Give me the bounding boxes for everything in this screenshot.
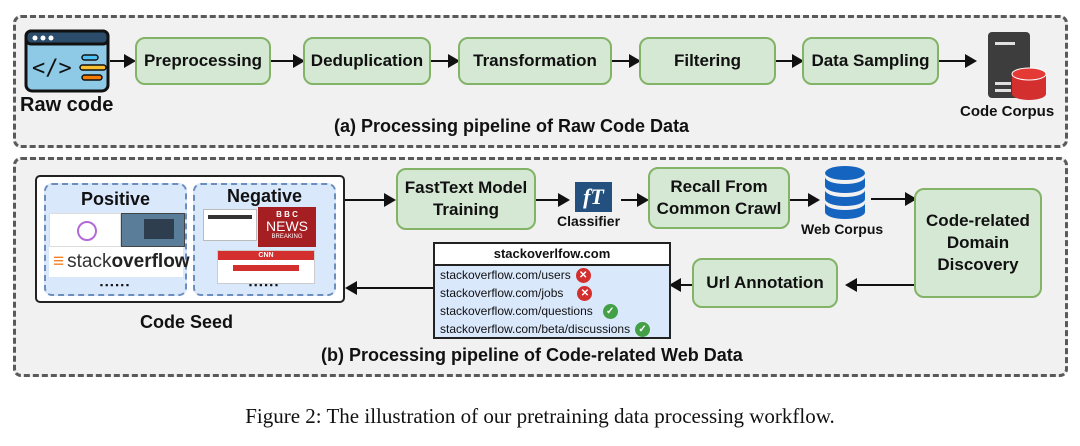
- code-seed-label: Code Seed: [140, 312, 234, 332]
- arrow: [790, 193, 820, 207]
- classifier-label: Classifier: [557, 213, 621, 229]
- url-row: stackoverflow.com/beta/discussions✓: [435, 320, 669, 338]
- accept-icon: ✓: [602, 303, 618, 319]
- url-row: stackoverflow.com/users✕: [435, 266, 669, 284]
- figure-caption: Figure 2: The illustration of our pretra…: [245, 404, 835, 428]
- url-row: stackoverflow.com/questions✓: [435, 302, 669, 320]
- arrow: [612, 54, 641, 68]
- arrow: [845, 278, 914, 292]
- arrow: [110, 54, 136, 68]
- reject-icon: ✕: [575, 267, 591, 283]
- step-preprocessing: Preprocessing: [135, 37, 271, 85]
- step-deduplication: Deduplication: [303, 37, 431, 85]
- svg-text:</>: </>: [32, 56, 72, 81]
- step-filtering: Filtering: [639, 37, 776, 85]
- arrow: [271, 54, 305, 68]
- server-database-icon: [988, 32, 1047, 100]
- accept-icon: ✓: [635, 321, 651, 337]
- fasttext-training: FastText Model Training: [396, 168, 536, 230]
- step-data-sampling: Data Sampling: [802, 37, 939, 85]
- url-row: stackoverflow.com/jobs✕: [435, 284, 669, 302]
- url-table: stackoverlfow.com stackoverflow.com/user…: [433, 242, 671, 339]
- stackoverflow-icon: ≡: [53, 251, 65, 272]
- panel-b-caption: (b) Processing pipeline of Code-related …: [321, 345, 743, 365]
- step-transformation: Transformation: [458, 37, 612, 85]
- domain-discovery: Code-related Domain Discovery: [914, 188, 1042, 298]
- database-icon: [825, 166, 865, 219]
- more-indicator: ▪▪▪▪▪▪: [99, 280, 132, 290]
- web-corpus-label: Web Corpus: [801, 221, 884, 237]
- arrow: [939, 54, 977, 68]
- mindmap-thumbnail: [49, 213, 121, 247]
- bbc-news-thumbnail: B B C NEWS BREAKING: [258, 207, 316, 247]
- recall-common-crawl: Recall From Common Crawl: [648, 167, 790, 229]
- reject-icon: ✕: [577, 285, 593, 301]
- code-window-icon: </>: [24, 29, 110, 93]
- url-annotation: Url Annotation: [692, 258, 838, 308]
- arrow: [776, 54, 804, 68]
- panel-a-caption: (a) Processing pipeline of Raw Code Data: [334, 116, 690, 136]
- arrow: [431, 54, 460, 68]
- arrow: [536, 193, 570, 207]
- url-table-title: stackoverlfow.com: [435, 244, 669, 266]
- code-corpus-label: Code Corpus: [960, 103, 1055, 120]
- arrow: [345, 281, 433, 295]
- arrow: [669, 278, 692, 292]
- positive-title: Positive: [80, 189, 151, 209]
- arrow: [871, 192, 917, 206]
- news-site-thumbnail: [203, 209, 257, 241]
- raw-code-label: Raw code: [20, 94, 114, 116]
- arrow: [621, 193, 649, 207]
- arrow: [345, 193, 396, 207]
- tutorial-thumbnail: [121, 213, 185, 247]
- cnn-thumbnail: CNN: [217, 250, 315, 284]
- more-indicator: ▪▪▪▪▪▪: [248, 280, 281, 290]
- negative-title: Negative: [226, 186, 303, 206]
- fasttext-logo-icon: fT: [575, 182, 612, 212]
- negative-samples: Negative B B C NEWS BREAKING CNN ▪▪▪▪▪▪: [193, 183, 336, 296]
